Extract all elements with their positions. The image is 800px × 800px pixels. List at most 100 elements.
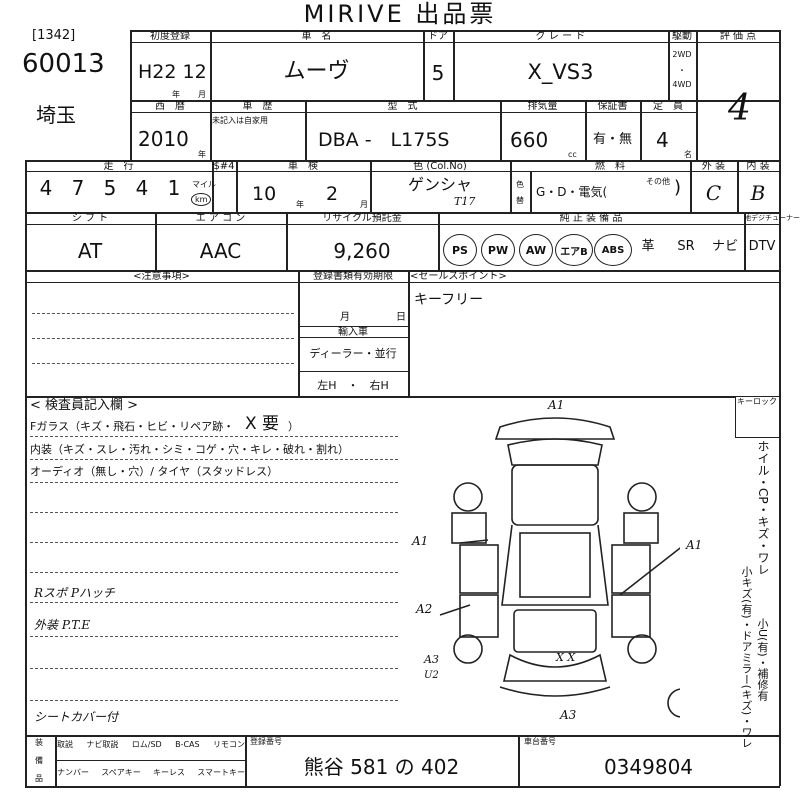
first-reg-year-unit: 年 — [172, 90, 180, 99]
rating-value: 4 — [728, 88, 751, 129]
ac-value: AAC — [199, 239, 242, 263]
doc-expiry-label: 登録書類有効期限 — [313, 271, 393, 282]
displacement-unit: cc — [568, 150, 577, 159]
lot-code: [1342] — [32, 28, 76, 43]
first-reg-month-unit: 月 — [198, 90, 206, 99]
footer-equip-label-2: 備 — [35, 756, 43, 765]
keyless-label: キーロック — [737, 397, 777, 406]
inspector-line-1-mark: X 要 — [245, 414, 280, 434]
interior-label: 内 装 — [746, 161, 770, 172]
ac-label: エ ア コ ン — [195, 213, 246, 224]
grade-label: グ レ ー ド — [535, 31, 586, 42]
displacement-label: 排気量 — [527, 101, 558, 112]
reg-history-note: 未記入は自家用 — [212, 116, 268, 125]
cabin — [501, 524, 609, 606]
drive-label: 駆動 — [672, 31, 692, 42]
equip-abs: ABS — [594, 234, 632, 266]
dealer-label: ディーラー・並行 — [309, 347, 397, 360]
footer-item: ナンバー — [57, 768, 89, 777]
exterior-label: 外 装 — [701, 161, 726, 172]
mileage-digit: 4 — [135, 176, 149, 200]
year-label: 西 暦 — [155, 101, 185, 112]
sales-point-label: <セールスポイント> — [410, 271, 507, 282]
color-code: T17 — [454, 195, 476, 208]
car-damage-diagram — [439, 417, 680, 718]
wheel-rear-left — [453, 634, 483, 664]
fuel-label: 燃 料 — [595, 161, 625, 172]
footer-bottom-items: ナンバー スペアキー キーレス スマートキー — [57, 768, 245, 777]
footer-top-items: 取説 ナビ取説 ロム/SD B-CAS リモコン — [57, 740, 245, 749]
mark-line-left — [459, 539, 489, 544]
plate-value: 熊谷 581 の 402 — [303, 755, 460, 779]
rear-edge — [499, 686, 611, 697]
model-value: ムーヴ — [283, 59, 350, 84]
capacity-value: 4 — [656, 128, 669, 152]
mark-left: A1 — [412, 534, 429, 548]
model-label: 車 名 — [301, 31, 332, 42]
drive-4wd: 4WD — [672, 80, 692, 89]
caution-label: <注意事項> — [133, 271, 190, 282]
equip-ps: PS — [443, 234, 477, 266]
fuel-value: G・D・電気( — [536, 185, 608, 199]
chassis-label: 車台番号 — [524, 737, 556, 746]
first-reg-label: 初度登録 — [150, 31, 190, 42]
footer-item: リモコン — [212, 740, 245, 749]
footer-item: B-CAS — [175, 740, 200, 749]
drive-dot: ・ — [678, 66, 686, 75]
mark-top: A1 — [548, 398, 565, 412]
footer-item: ナビ取説 — [86, 740, 119, 749]
equip-navi: ナビ — [711, 239, 738, 254]
inspector-line-1-end: ） — [288, 420, 299, 433]
import-label: 輸入車 — [338, 327, 368, 338]
capacity-label: 定 員 — [653, 101, 683, 112]
inspection-month: 2 — [326, 183, 339, 205]
mark-line-right — [619, 547, 680, 596]
grade-value: X_VS3 — [527, 60, 594, 84]
drive-2wd: 2WD — [672, 50, 692, 59]
inspector-title: < 検査員記入欄 > — [30, 398, 139, 413]
type-label: 型 式 — [387, 101, 418, 112]
reg-history-label: 車 歴 — [242, 101, 273, 112]
footer-item: キーレス — [152, 768, 185, 777]
right-front-fender — [623, 512, 659, 544]
mileage-digit: 7 — [71, 176, 85, 200]
mileage-digit: 4 — [39, 176, 53, 200]
equip-sr: SR — [677, 239, 695, 254]
chassis-value: 0349804 — [603, 755, 694, 779]
mark-u2: U2 — [424, 670, 439, 681]
equip-dtv: DTV — [748, 239, 776, 254]
doors-label: ドア — [428, 31, 448, 42]
handle-label: 左H ・ 右H — [317, 379, 389, 392]
footer-item: スペアキー — [101, 768, 141, 777]
doors-value: 5 — [431, 61, 445, 85]
inspector-line-3: オーディオ（無し・穴）/ タイヤ（スタッドレス） — [30, 465, 279, 478]
equipment-label: 純 正 装 備 品 — [559, 213, 623, 224]
side-note-2: 小キズ(有)・ドアミラー(キズ)・ワレ — [740, 566, 753, 749]
mile-unit: マイル — [192, 180, 216, 189]
plate-label: 登録番号 — [250, 737, 282, 746]
displacement-value: 660 — [510, 128, 549, 152]
wheel-front-left — [453, 482, 483, 512]
year-value: 2010 — [138, 127, 189, 151]
recycle-label: リサイクル預託金 — [322, 213, 402, 224]
inspection-month-unit: 月 — [360, 200, 368, 209]
equip-airbag: エアB — [555, 234, 593, 266]
mark-right: A1 — [686, 538, 703, 552]
doc-month: 月 — [340, 312, 350, 323]
doc-day: 日 — [396, 312, 406, 323]
front-bumper — [494, 417, 616, 440]
fuel-close: ) — [674, 177, 682, 198]
mark-line-a2 — [439, 604, 471, 616]
footer-item: ロム/SD — [131, 740, 162, 749]
footer-equip-label-3: 品 — [35, 774, 43, 783]
region: 埼玉 — [36, 103, 76, 127]
type-value: DBA - L175S — [318, 129, 450, 151]
shift-label: シ フ ト — [71, 213, 109, 224]
left-rear-door — [459, 594, 499, 638]
mileage-digit: 5 — [103, 176, 117, 200]
left-front-fender — [451, 512, 487, 544]
lot-number: 60013 — [22, 49, 105, 79]
color-label: 色 (Col.No) — [413, 161, 467, 172]
km-unit: km — [191, 193, 212, 206]
sheet-title: MIRIVE 出品票 — [303, 0, 497, 28]
